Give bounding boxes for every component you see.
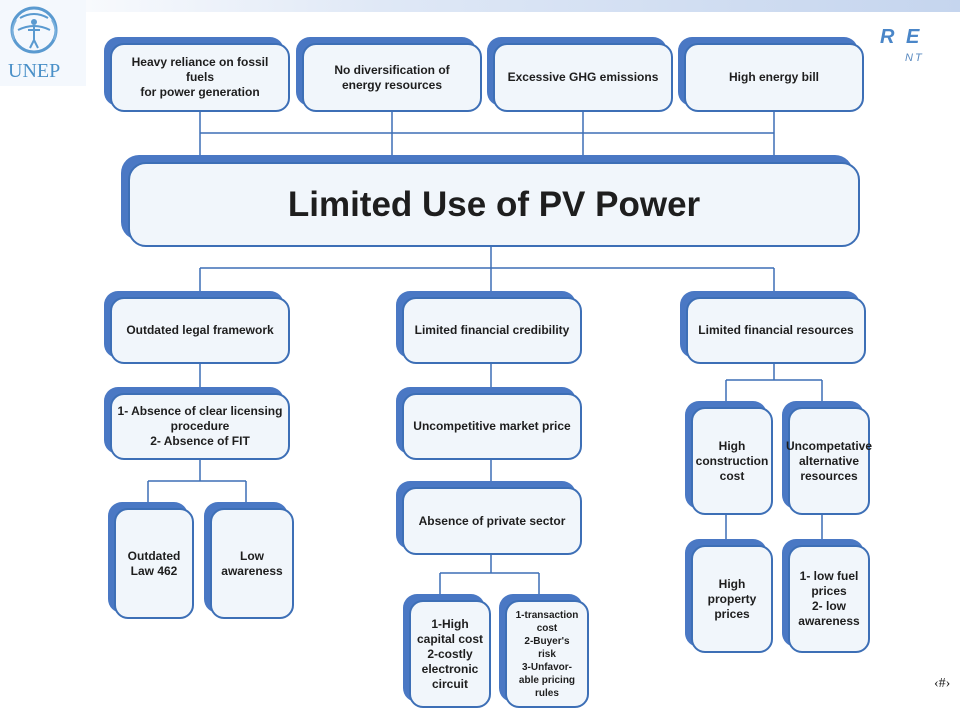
credibility-child-transaction-cost: 1-transaction cost 2-Buyer's risk 3-Unfa… xyxy=(505,600,589,708)
unep-emblem-icon xyxy=(10,6,58,54)
credibility-private-sector-label: Absence of private sector xyxy=(418,513,566,528)
branch-financial-credibility-label: Limited financial credibility xyxy=(414,323,570,337)
resources-alternative-resources-label: Uncompetative alternative resources xyxy=(785,438,873,483)
credibility-market-price-label: Uncompetitive market price xyxy=(413,419,571,433)
branch-legal-framework: Outdated legal framework xyxy=(110,297,290,364)
cause-high-energy-bill-label: High energy bill xyxy=(728,70,819,84)
resources-alternative-resources: Uncompetative alternative resources xyxy=(785,407,873,515)
resources-construction-cost: High construction cost xyxy=(691,407,773,515)
legal-child-low-awareness-label: Low awareness xyxy=(221,548,283,578)
logo-text: UNEP xyxy=(8,60,61,82)
branch-financial-resources-label: Limited financial resources xyxy=(698,323,854,337)
credibility-child-capital-cost: 1-High capital cost 2-costly electronic … xyxy=(409,600,491,708)
legal-detail-label: 1- Absence of clear licensing procedure … xyxy=(117,404,283,448)
branch-financial-resources: Limited financial resources xyxy=(686,297,866,364)
cause-ghg-emissions: Excessive GHG emissions xyxy=(493,43,673,112)
resources-construction-cost-label: High construction cost xyxy=(695,438,769,483)
cause-fossil-fuels: Heavy reliance on fossil fuels for power… xyxy=(110,43,290,112)
branch-legal-framework-label: Outdated legal framework xyxy=(126,323,274,337)
main-problem-label: Limited Use of PV Power xyxy=(287,184,701,224)
cause-no-diversification-label: No diversification of energy resources xyxy=(334,62,450,92)
cause-high-energy-bill: High energy bill xyxy=(684,43,864,112)
legal-child-outdated-law: Outdated Law 462 xyxy=(114,508,194,619)
resources-fuel-prices-label: 1- low fuel prices 2- low awareness xyxy=(798,569,860,628)
cause-no-diversification: No diversification of energy resources xyxy=(302,43,482,112)
resources-property-prices: High property prices xyxy=(691,545,773,653)
legal-child-low-awareness: Low awareness xyxy=(210,508,294,619)
main-problem: Limited Use of PV Power xyxy=(128,162,860,247)
header-title-fragment: R E xyxy=(880,26,923,48)
unep-logo: UNEP xyxy=(0,0,86,86)
credibility-private-sector: Absence of private sector xyxy=(402,487,582,555)
resources-fuel-prices: 1- low fuel prices 2- low awareness xyxy=(788,545,870,653)
header-gradient-bar xyxy=(0,0,960,12)
legal-detail: 1- Absence of clear licensing procedure … xyxy=(110,393,290,460)
cause-ghg-emissions-label: Excessive GHG emissions xyxy=(507,70,659,84)
credibility-child-transaction-cost-label: 1-transaction cost 2-Buyer's risk 3-Unfa… xyxy=(515,609,579,699)
credibility-market-price: Uncompetitive market price xyxy=(402,393,582,460)
page-number: ‹#› xyxy=(934,676,951,691)
resources-property-prices-label: High property prices xyxy=(707,576,757,621)
credibility-child-capital-cost-label: 1-High capital cost 2-costly electronic … xyxy=(416,616,484,691)
branch-financial-credibility: Limited financial credibility xyxy=(402,297,582,364)
legal-child-outdated-law-label: Outdated Law 462 xyxy=(127,548,181,578)
header-subtitle-fragment: NT xyxy=(905,52,924,64)
cause-fossil-fuels-label: Heavy reliance on fossil fuels for power… xyxy=(131,55,269,99)
